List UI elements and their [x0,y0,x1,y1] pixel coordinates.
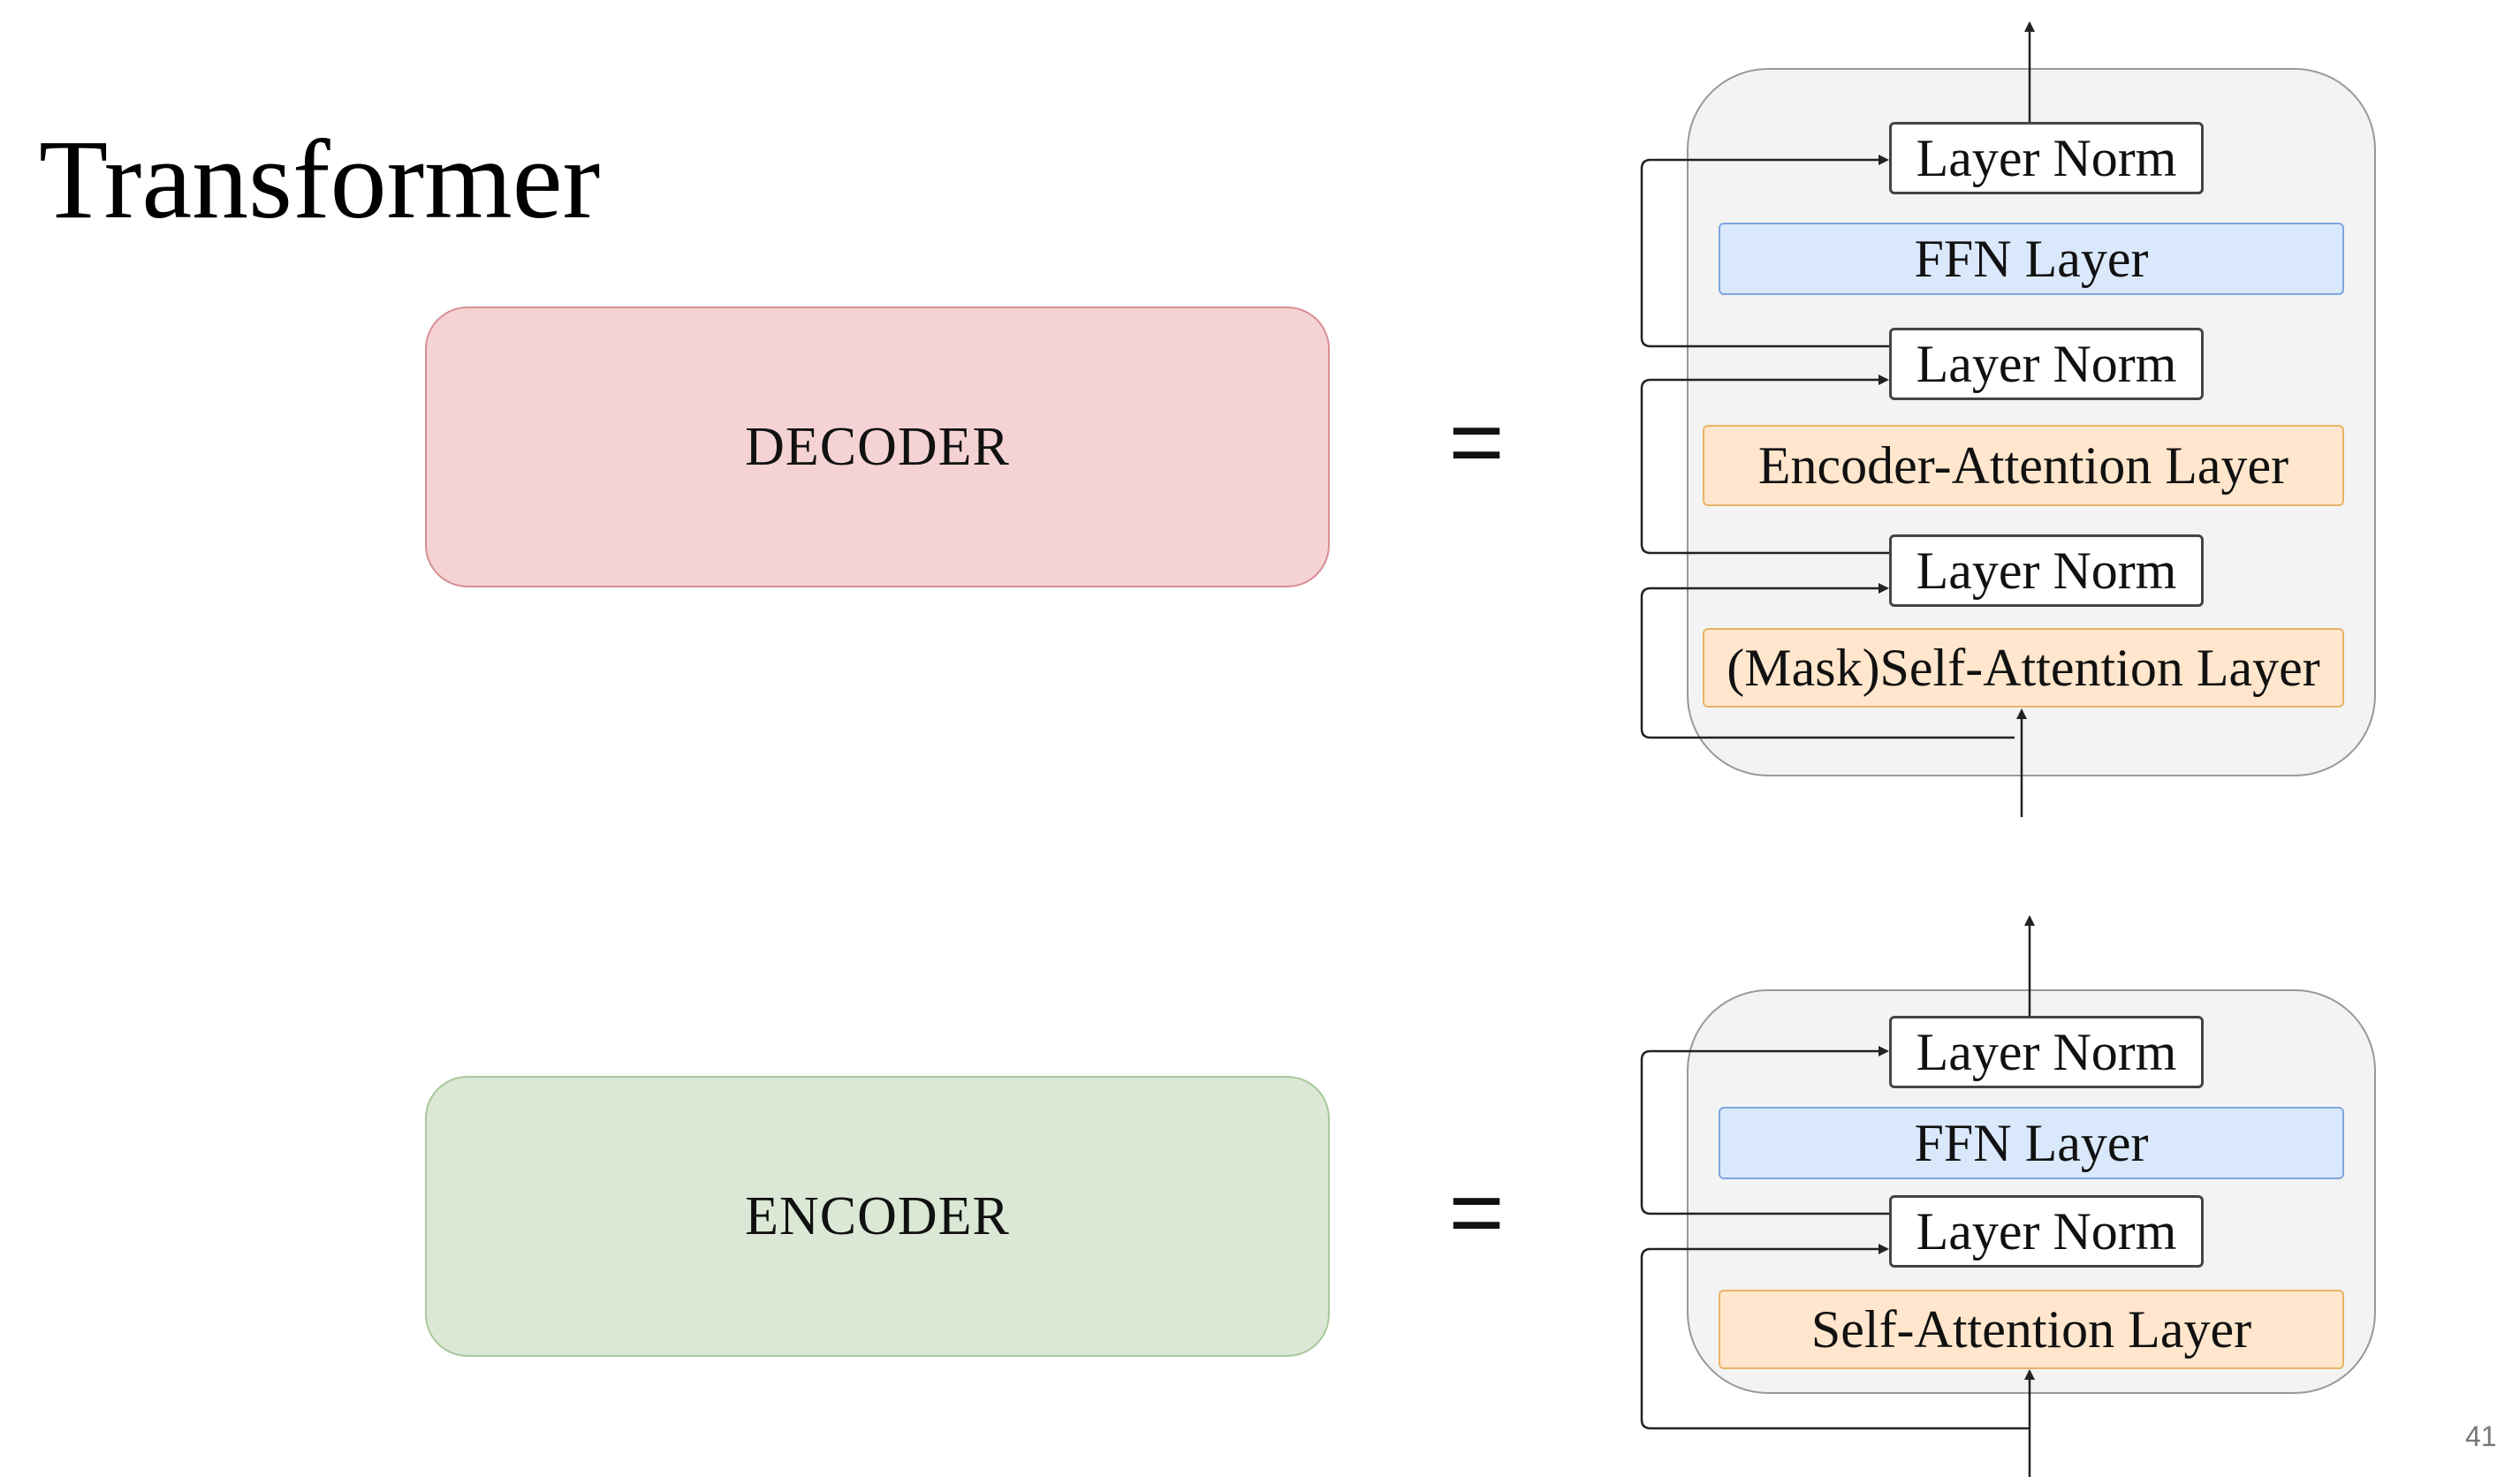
decoder-box: DECODER [425,307,1330,587]
decoder-self-attention-layer: (Mask)Self-Attention Layer [1703,628,2344,708]
encoder-box: ENCODER [425,1076,1330,1357]
decoder-layer-norm-bottom: Layer Norm [1889,534,2204,607]
page-number: 41 [2465,1420,2497,1452]
decoder-equals-sign: = [1448,388,1505,495]
encoder-label: ENCODER [745,1185,1010,1246]
decoder-layer-norm-mid: Layer Norm [1889,328,2204,400]
encoder-equals-sign: = [1448,1158,1505,1265]
decoder-residual-3 [1640,155,1889,348]
encoder-ffn-layer: FFN Layer [1719,1107,2344,1179]
decoder-ffn-layer: FFN Layer [1719,223,2344,295]
decoder-residual-1 [1640,583,2015,739]
decoder-label: DECODER [745,416,1010,477]
encoder-layer-norm-bottom: Layer Norm [1889,1195,2204,1268]
decoder-residual-2 [1640,375,1889,555]
slide-title: Transformer [39,117,601,242]
encoder-residual-1 [1640,1244,2030,1430]
decoder-encoder-attention-layer: Encoder-Attention Layer [1703,425,2344,506]
encoder-self-attention-layer: Self-Attention Layer [1719,1290,2344,1369]
decoder-layer-norm-top: Layer Norm [1889,122,2204,194]
encoder-layer-norm-top: Layer Norm [1889,1016,2204,1088]
encoder-residual-2 [1640,1046,1889,1215]
